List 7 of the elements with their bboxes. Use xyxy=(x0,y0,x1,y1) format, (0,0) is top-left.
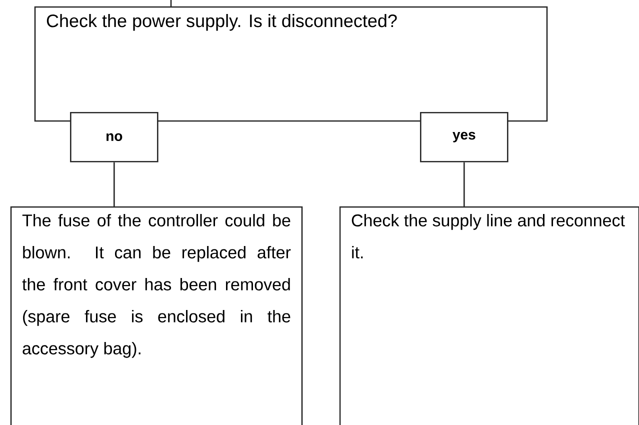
text-box: The fuse of the controller could be blown. It can be replaced after the front cover has been removed (spare fuse is enclosed in the accessory bag). xyxy=(10,206,303,425)
connector-line xyxy=(114,162,115,207)
connector-line xyxy=(464,162,465,207)
answer-box: no xyxy=(70,112,158,162)
text-box: Check the supply line and reconnect it. xyxy=(339,206,639,425)
answer-box: yes xyxy=(420,112,508,162)
connector-line xyxy=(170,0,172,7)
